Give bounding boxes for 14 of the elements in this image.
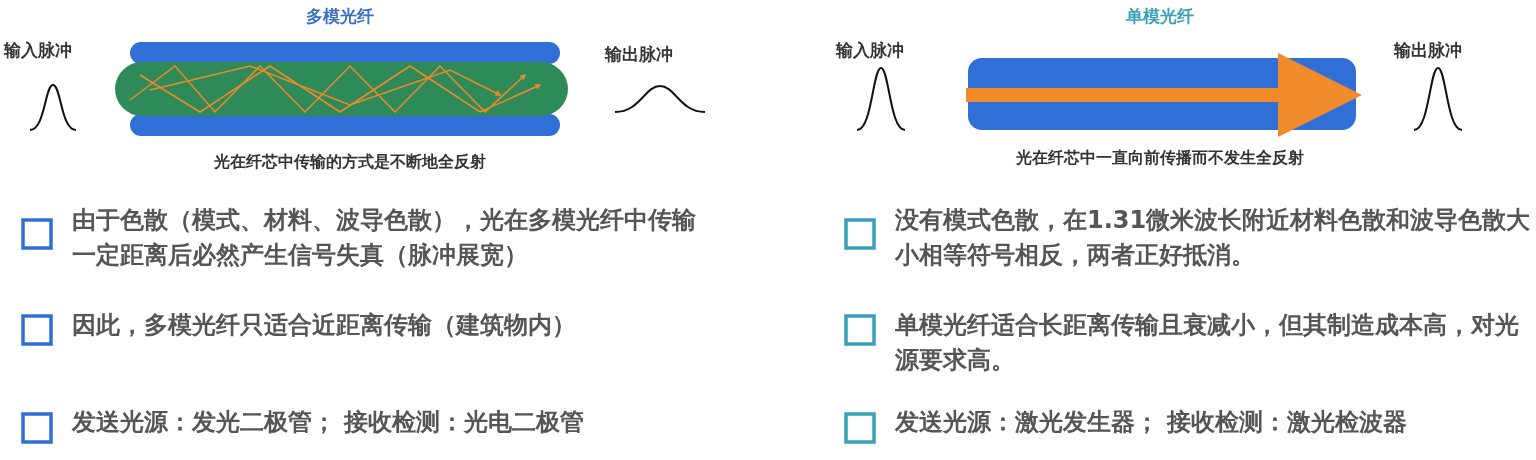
caption: 光在纤芯中传输的方式是不断地全反射 bbox=[213, 151, 487, 173]
bullet-text: 单模光纤适合长距离传输且衰减小，但其制造成本高，对光源要求高。 bbox=[895, 310, 1520, 376]
fiber-heading: 单模光纤 bbox=[1125, 5, 1195, 28]
bullet-text: 因此，多模光纤只适合近距离传输（建筑物内） bbox=[72, 310, 577, 341]
caption: 光在纤芯中一直向前传播而不发生全反射 bbox=[1015, 147, 1305, 169]
bullet-text: 没有模式色散，在1.31微米波长附近材料色散和波导色散大小相等符号相反，两者正好抵消。 bbox=[895, 205, 1532, 271]
pulse-label: 输出脉冲 bbox=[605, 43, 674, 66]
pulse-label: 输入脉冲 bbox=[836, 39, 905, 62]
bullet-text: 发送光源：发光二极管； 接收检测：光电二极管 bbox=[72, 407, 586, 438]
fiber-heading: 多模光纤 bbox=[305, 5, 375, 28]
pulse-label: 输出脉冲 bbox=[1394, 39, 1463, 62]
bullet-text: 发送光源：激光发生器； 接收检测：激光检波器 bbox=[895, 407, 1409, 438]
pulse-label: 输入脉冲 bbox=[4, 39, 73, 62]
bullet-text: 由于色散（模式、材料、波导色散），光在多模光纤中传输一定距离后必然产生信号失真（脉冲展宽） bbox=[72, 205, 697, 271]
